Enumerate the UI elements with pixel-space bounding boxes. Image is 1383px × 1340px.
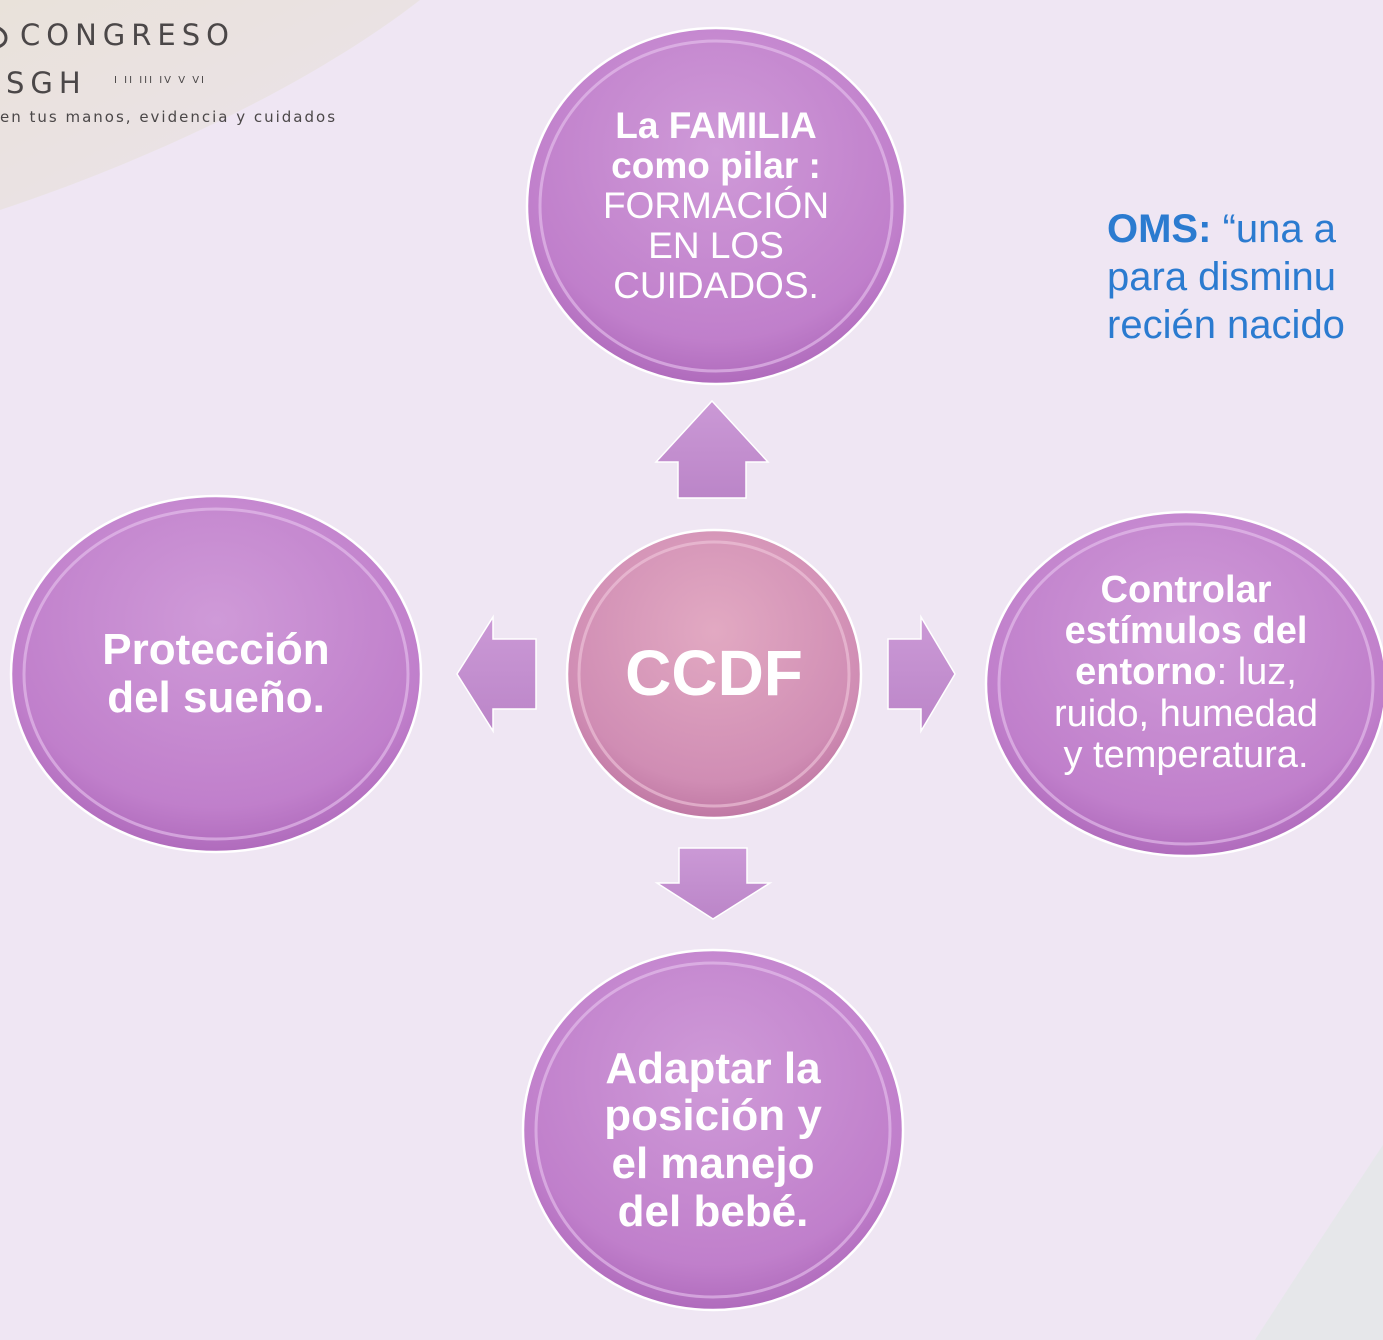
node-right-normal: : luz, ruido, humedad y temperatura. xyxy=(1053,651,1319,776)
oms-label: OMS: xyxy=(1107,207,1212,251)
congreso-logo: CONGRESO SGH I II III IV V VI en tus man… xyxy=(0,12,460,142)
node-top-normal: FORMACIÓN EN LOS CUIDADOS. xyxy=(602,185,830,306)
node-bottom-gloss xyxy=(534,961,892,1299)
oms-line2: para disminu xyxy=(1107,255,1337,299)
node-right-bold: Controlar estímulos del entorno xyxy=(1064,569,1308,694)
node-center-text: CCDF xyxy=(594,624,834,724)
arrow-up-icon xyxy=(654,399,770,499)
oms-definition: OMS: “una a para disminu recién nacido xyxy=(1107,205,1383,349)
logo-roman-numerals: I II III IV V VI xyxy=(114,75,207,86)
node-left-bold: Protección del sueño. xyxy=(102,625,330,722)
node-left-gloss xyxy=(22,507,410,841)
node-top-gloss xyxy=(538,39,894,373)
logo-sgh: SGH xyxy=(6,66,87,100)
node-left-circle xyxy=(9,494,423,854)
arrow-down-icon xyxy=(654,847,773,920)
arrow-right-icon xyxy=(887,614,956,734)
node-right-circle xyxy=(984,510,1383,858)
node-top-circle xyxy=(525,26,907,386)
node-right-text: Controlar estímulos del entorno: luz, ru… xyxy=(1040,540,1332,806)
node-center-circle xyxy=(565,528,863,820)
node-left-text: Protección del sueño. xyxy=(66,610,366,738)
node-bottom-text: Adaptar la posición y el manejo del bebé… xyxy=(578,1040,848,1240)
oms-line3: recién nacido xyxy=(1107,303,1345,347)
node-center-gloss xyxy=(577,540,851,808)
arrow-left-icon xyxy=(456,614,537,734)
node-center-label: CCDF xyxy=(625,637,803,710)
oms-line1: “una a xyxy=(1222,207,1336,251)
node-right-gloss xyxy=(997,522,1375,846)
logo-title: CONGRESO xyxy=(20,18,235,52)
node-bottom-circle xyxy=(521,948,905,1312)
node-top-text: La FAMILIA como pilar : FORMACIÓN EN LOS… xyxy=(566,80,866,332)
logo-mark-icon xyxy=(0,27,8,48)
node-bottom-bold: Adaptar la posición y el manejo del bebé… xyxy=(604,1043,822,1236)
logo-tagline: en tus manos, evidencia y cuidados xyxy=(0,108,338,126)
node-top-bold: La FAMILIA como pilar : xyxy=(611,105,821,187)
